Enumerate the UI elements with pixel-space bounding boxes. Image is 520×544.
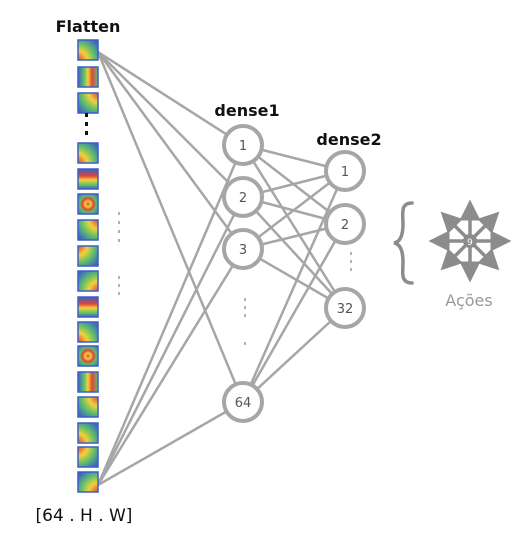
feature-map-thumbnail — [77, 39, 99, 61]
feature-map-thumbnail — [77, 142, 99, 164]
dense2-node-label: 2 — [341, 218, 349, 233]
dense1-node-label: 2 — [239, 191, 247, 206]
dense1-node-label: 3 — [239, 243, 247, 258]
feature-map-thumbnail — [77, 321, 99, 343]
dense1-to-dense2-line — [241, 170, 347, 403]
feature-map-thumbnail — [77, 396, 99, 418]
input-to-dense1-line — [96, 248, 245, 486]
dense2-node-label: 32 — [337, 302, 354, 317]
dense2-layer: 1 2 32 — [324, 150, 366, 329]
dense1-label: dense1 — [214, 101, 279, 120]
feature-map-thumbnail — [77, 345, 99, 367]
input-to-dense1-line — [97, 51, 244, 198]
dense2-label: dense2 — [316, 130, 381, 149]
feature-map-thumbnail — [77, 193, 99, 215]
feature-map-thumbnail — [77, 245, 99, 267]
dense1-node-64: 64 — [222, 381, 264, 423]
vertical-ellipsis — [85, 113, 88, 117]
dense1-to-dense2-line — [242, 170, 346, 250]
input-to-dense1-line — [96, 144, 245, 486]
feature-map-thumbnail — [77, 471, 99, 493]
input-to-dense1-line — [97, 400, 244, 487]
feature-map-thumbnail — [77, 270, 99, 292]
feature-map-thumbnail — [77, 446, 99, 468]
dense2-node-2: 2 — [324, 203, 366, 245]
dense1-node-label: 1 — [239, 139, 247, 154]
dense1-node-2: 2 — [222, 176, 264, 218]
dense1-node-label: 64 — [235, 396, 252, 411]
flatten-label: Flatten — [56, 17, 121, 36]
left-brace — [393, 201, 414, 285]
feature-map-thumbnail — [77, 219, 99, 241]
dense1-node-1: 1 — [222, 124, 264, 166]
dense1-node-3: 3 — [222, 228, 264, 270]
dense1-to-dense2-line — [242, 307, 346, 403]
feature-map-thumbnail — [77, 66, 99, 88]
feature-map-thumbnail — [77, 92, 99, 114]
flatten-feature-maps — [77, 39, 99, 493]
ellipsis-dots — [118, 212, 352, 345]
dense1-to-dense2-line — [241, 144, 347, 309]
vertical-ellipsis — [85, 131, 88, 135]
input-to-dense1-line — [97, 50, 244, 147]
shape-label: [64 . H . W] — [36, 506, 133, 526]
feature-map-thumbnail — [77, 168, 99, 190]
dense1-to-dense2-line — [242, 196, 346, 309]
feature-map-thumbnail — [77, 422, 99, 444]
dense2-node-32: 32 — [324, 287, 366, 329]
input-to-dense1-line — [96, 51, 245, 403]
feature-map-thumbnail — [77, 296, 99, 318]
vertical-ellipsis — [85, 122, 88, 126]
input-to-dense1-line — [96, 51, 245, 250]
feature-map-thumbnail — [77, 371, 99, 393]
dense2-node-label: 1 — [341, 165, 349, 180]
action-center-label: 9 — [467, 238, 473, 248]
dense1-to-dense2-line — [241, 223, 347, 403]
dense1-layer: 1 2 3 64 — [222, 124, 264, 423]
dense2-node-1: 1 — [324, 150, 366, 192]
actions-label: Ações — [445, 291, 492, 310]
input-to-dense1-line — [96, 196, 245, 486]
eight-direction-arrows-icon — [428, 199, 512, 283]
